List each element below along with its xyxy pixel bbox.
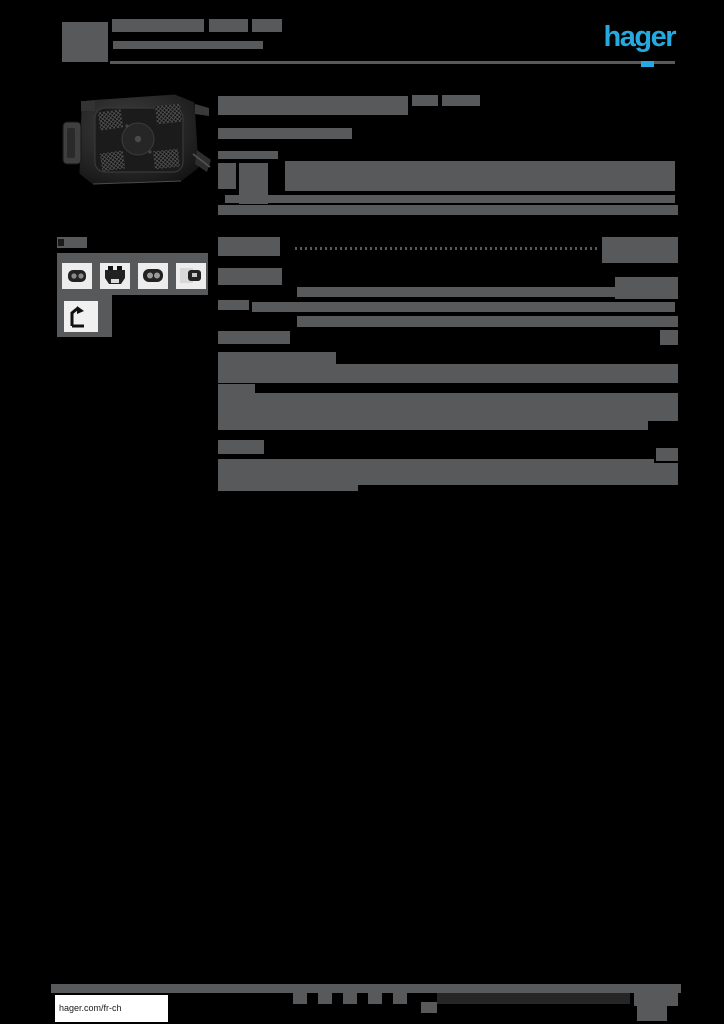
char-row1-value xyxy=(602,237,678,263)
char-row4-label xyxy=(218,300,249,310)
figure-label-tag xyxy=(57,237,87,248)
footer-dash-3 xyxy=(343,993,357,1004)
footer-dash-4 xyxy=(368,993,382,1004)
footer-dash-tail xyxy=(421,1002,437,1013)
thumbnail-drawing-1 xyxy=(62,263,92,289)
logistics-block xyxy=(218,463,678,485)
product-photo xyxy=(62,93,211,186)
char-row1-label xyxy=(218,237,280,256)
doc-title-word-1 xyxy=(112,19,204,32)
doc-title-word-2 xyxy=(209,19,248,32)
thumbnail-drawing-2 xyxy=(100,263,130,289)
thumbnail-drawing-4 xyxy=(176,263,206,289)
description-paragraph xyxy=(285,161,675,191)
header-rule xyxy=(110,61,675,64)
footer-url-box: hager.com/fr-ch xyxy=(55,995,168,1022)
char-row1-leader xyxy=(295,247,598,250)
product-title-main xyxy=(218,96,408,115)
char-row2-label xyxy=(218,268,282,285)
logistics-value xyxy=(656,448,678,461)
product-title-ref-2 xyxy=(442,95,480,106)
char-block-a xyxy=(218,364,678,383)
logistics-block-tail xyxy=(218,485,358,491)
char-row6-label xyxy=(218,331,290,344)
description-line-1 xyxy=(225,195,675,203)
hager-logo: hager xyxy=(603,21,677,53)
description-label xyxy=(218,151,278,159)
product-subtitle xyxy=(218,128,352,139)
footer-right-top xyxy=(634,993,678,1006)
logistics-heading xyxy=(218,440,264,454)
footer-dim-bar xyxy=(437,993,630,1004)
footer-dash-5 xyxy=(393,993,407,1004)
footer-dash-2 xyxy=(318,993,332,1004)
product-title-ref-1 xyxy=(412,95,438,106)
char-row5-bar xyxy=(297,316,678,327)
char-block-a-lead xyxy=(218,352,336,365)
char-block-b xyxy=(218,393,678,421)
footer-dash-1 xyxy=(293,993,307,1004)
doc-title-word-3 xyxy=(252,19,282,32)
char-block-b-tail xyxy=(218,421,648,430)
char-row6-value xyxy=(660,330,678,345)
thumbnail-drawing-5 xyxy=(64,301,98,332)
logo-underline-icon xyxy=(641,61,654,67)
doc-subtitle-line xyxy=(113,41,263,49)
footer-url-link[interactable]: hager.com/fr-ch xyxy=(59,1003,122,1013)
description-line-2 xyxy=(218,205,678,215)
description-left-col-a xyxy=(218,163,236,189)
logistics-topline xyxy=(218,459,654,463)
footer-right-bottom xyxy=(637,1006,667,1021)
thumbnail-drawing-3 xyxy=(138,263,168,289)
char-row3-bar xyxy=(297,287,665,297)
figure-number-mark xyxy=(58,239,64,246)
footer-rule xyxy=(51,984,681,993)
char-block-gap-label xyxy=(218,384,255,393)
header-category-badge xyxy=(62,22,108,62)
char-row4-bar xyxy=(252,302,675,312)
